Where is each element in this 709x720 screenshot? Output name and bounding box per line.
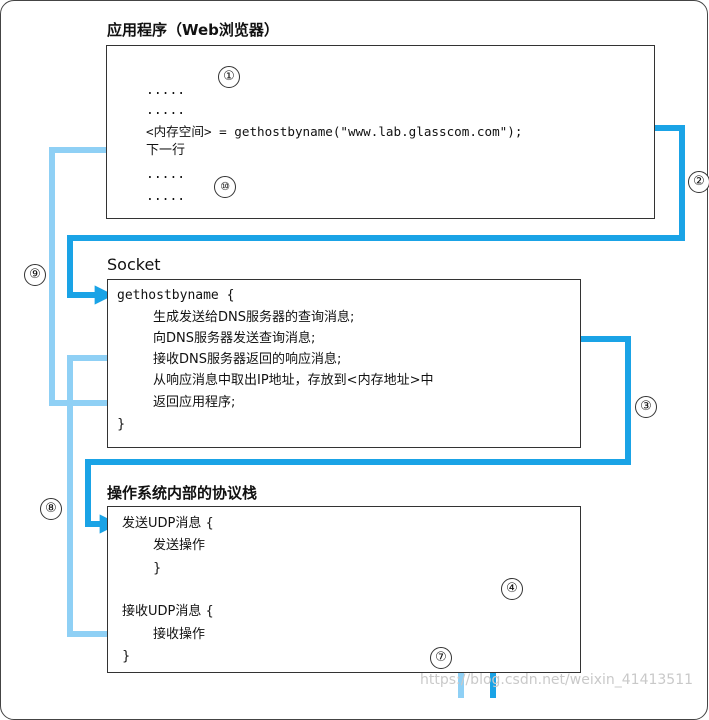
os-title: 操作系统内部的协议栈	[107, 484, 258, 502]
app-line-2: .....	[146, 103, 186, 118]
socket-step-send: 向DNS服务器发送查询消息;	[153, 331, 316, 346]
app-box	[106, 45, 655, 219]
socket-title: Socket	[107, 255, 161, 274]
os-send-func: 发送UDP消息 {	[122, 516, 214, 531]
socket-step-build: 生成发送给DNS服务器的查询消息;	[153, 310, 355, 325]
socket-step-receive: 接收DNS服务器返回的响应消息;	[153, 352, 342, 367]
step-4-label: ④	[501, 578, 523, 600]
arrow-step-9	[49, 140, 148, 406]
step-3-label: ③	[635, 396, 657, 418]
arrow-step-3	[85, 336, 631, 534]
step-1-label: ①	[218, 66, 240, 88]
step-8-label: ⑧	[40, 498, 62, 520]
app-next-line: 下一行	[146, 143, 186, 158]
socket-box	[107, 279, 581, 448]
app-line-6: .....	[146, 189, 186, 204]
step-2-label: ②	[688, 171, 709, 193]
watermark: https://blog.csdn.net/weixin_41413511	[420, 672, 694, 688]
app-call-line: <内存空间> = gethostbyname("www.lab.glasscom…	[146, 124, 523, 139]
os-recv-op: 接收操作	[153, 627, 206, 642]
app-line-1: .....	[146, 83, 186, 98]
step-9-label: ⑨	[24, 264, 46, 286]
step-10-label: ⑩	[214, 176, 236, 198]
socket-func: gethostbyname {	[117, 288, 235, 303]
socket-step-return: 返回应用程序;	[153, 395, 236, 410]
os-send-close: }	[153, 561, 162, 576]
socket-close: }	[117, 417, 126, 432]
socket-step-extract: 从响应消息中取出IP地址，存放到<内存地址>中	[153, 373, 434, 388]
app-line-5: .....	[146, 167, 186, 182]
arrow-step-2	[67, 125, 685, 305]
os-recv-close: }	[122, 649, 131, 664]
os-recv-func: 接收UDP消息 {	[122, 604, 214, 619]
step-7-label: ⑦	[430, 647, 452, 669]
app-title: 应用程序（Web浏览器）	[107, 21, 279, 39]
os-send-op: 发送操作	[153, 538, 206, 553]
